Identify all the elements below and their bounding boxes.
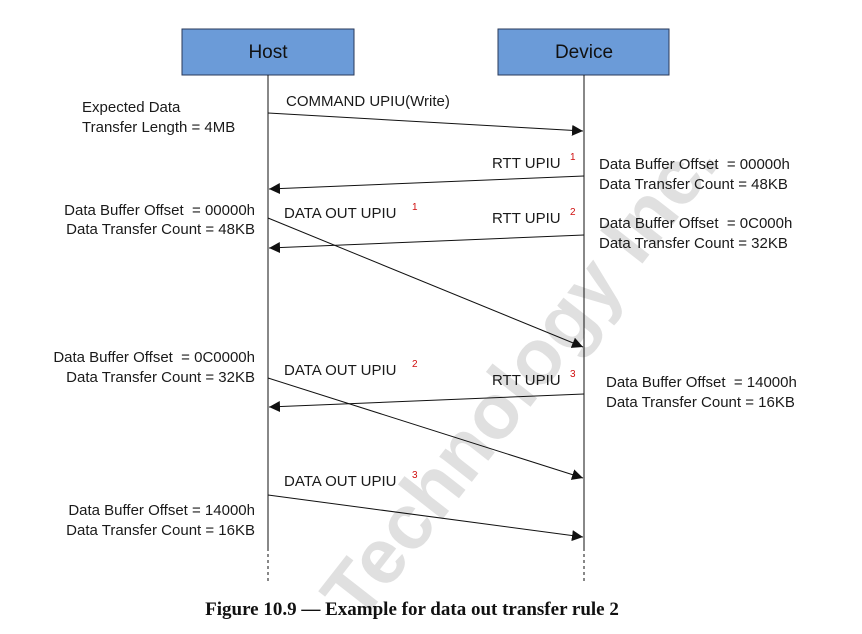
data-out-upiu-3-arrow	[267, 494, 584, 541]
host-label: Host	[248, 42, 288, 63]
data-out-upiu-2-arrow	[267, 377, 584, 480]
rtt-upiu-1-arrow	[268, 175, 585, 195]
rtt-upiu-3-arrow	[268, 393, 585, 413]
rtt-upiu-2-label: RTT UPIU	[492, 210, 561, 227]
data-out-upiu-1-label: DATA OUT UPIU	[284, 205, 397, 222]
rtt-upiu-2-sup: 2	[570, 207, 576, 218]
expected-length-line2: Transfer Length = 4MB	[82, 119, 235, 136]
host-do1-count: Data Transfer Count = 48KB	[66, 221, 255, 238]
host-do2-count: Data Transfer Count = 32KB	[66, 369, 255, 386]
rtt-upiu-3-sup: 3	[570, 369, 576, 380]
data-out-upiu-1-sup: 1	[412, 202, 418, 213]
device-label: Device	[555, 42, 613, 63]
data-out-upiu-1-arrow	[267, 217, 584, 348]
command-upiu-label: COMMAND UPIU(Write)	[286, 93, 450, 110]
host-do2-offset: Data Buffer Offset = 0C0000h	[53, 349, 255, 366]
data-out-upiu-3-label: DATA OUT UPIU	[284, 473, 397, 490]
host-do3-offset: Data Buffer Offset = 14000h	[68, 502, 255, 519]
host-box	[181, 28, 355, 76]
host-do1-offset: Data Buffer Offset = 00000h	[64, 202, 255, 219]
figure-caption: Figure 10.9 — Example for data out trans…	[205, 599, 619, 620]
dev-rtt1-offset: Data Buffer Offset = 00000h	[599, 156, 790, 173]
dev-rtt3-offset: Data Buffer Offset = 14000h	[606, 374, 797, 391]
data-out-upiu-3-sup: 3	[412, 470, 418, 481]
device-box	[497, 28, 670, 76]
dev-rtt3-count: Data Transfer Count = 16KB	[606, 394, 795, 411]
data-out-upiu-2-label: DATA OUT UPIU	[284, 362, 397, 379]
rtt-upiu-1-sup: 1	[570, 152, 576, 163]
dev-rtt2-count: Data Transfer Count = 32KB	[599, 235, 788, 252]
host-do3-count: Data Transfer Count = 16KB	[66, 522, 255, 539]
command-upiu-arrow	[267, 112, 584, 136]
data-out-upiu-2-sup: 2	[412, 359, 418, 370]
rtt-upiu-1-label: RTT UPIU	[492, 155, 561, 172]
rtt-upiu-3-label: RTT UPIU	[492, 372, 561, 389]
expected-length-line1: Expected Data	[82, 99, 181, 116]
rtt-upiu-2-arrow	[268, 234, 585, 254]
dev-rtt2-offset: Data Buffer Offset = 0C000h	[599, 215, 792, 232]
dev-rtt1-count: Data Transfer Count = 48KB	[599, 176, 788, 193]
